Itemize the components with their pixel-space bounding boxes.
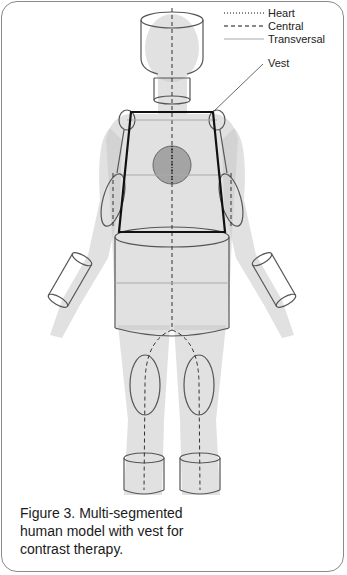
legend-label: Central [268,20,303,33]
legend-samples [224,13,264,39]
heart-axis [171,146,172,184]
leader-line [213,64,263,112]
part-label: Vest [268,57,289,70]
figure-caption: Figure 3. Multi-segmented human model wi… [20,504,205,558]
transversal-lines [115,120,229,283]
central-axis [144,8,200,490]
legend-label: Heart [268,7,295,20]
legend-label: Transversal [268,33,325,46]
vest-outline [119,112,225,232]
